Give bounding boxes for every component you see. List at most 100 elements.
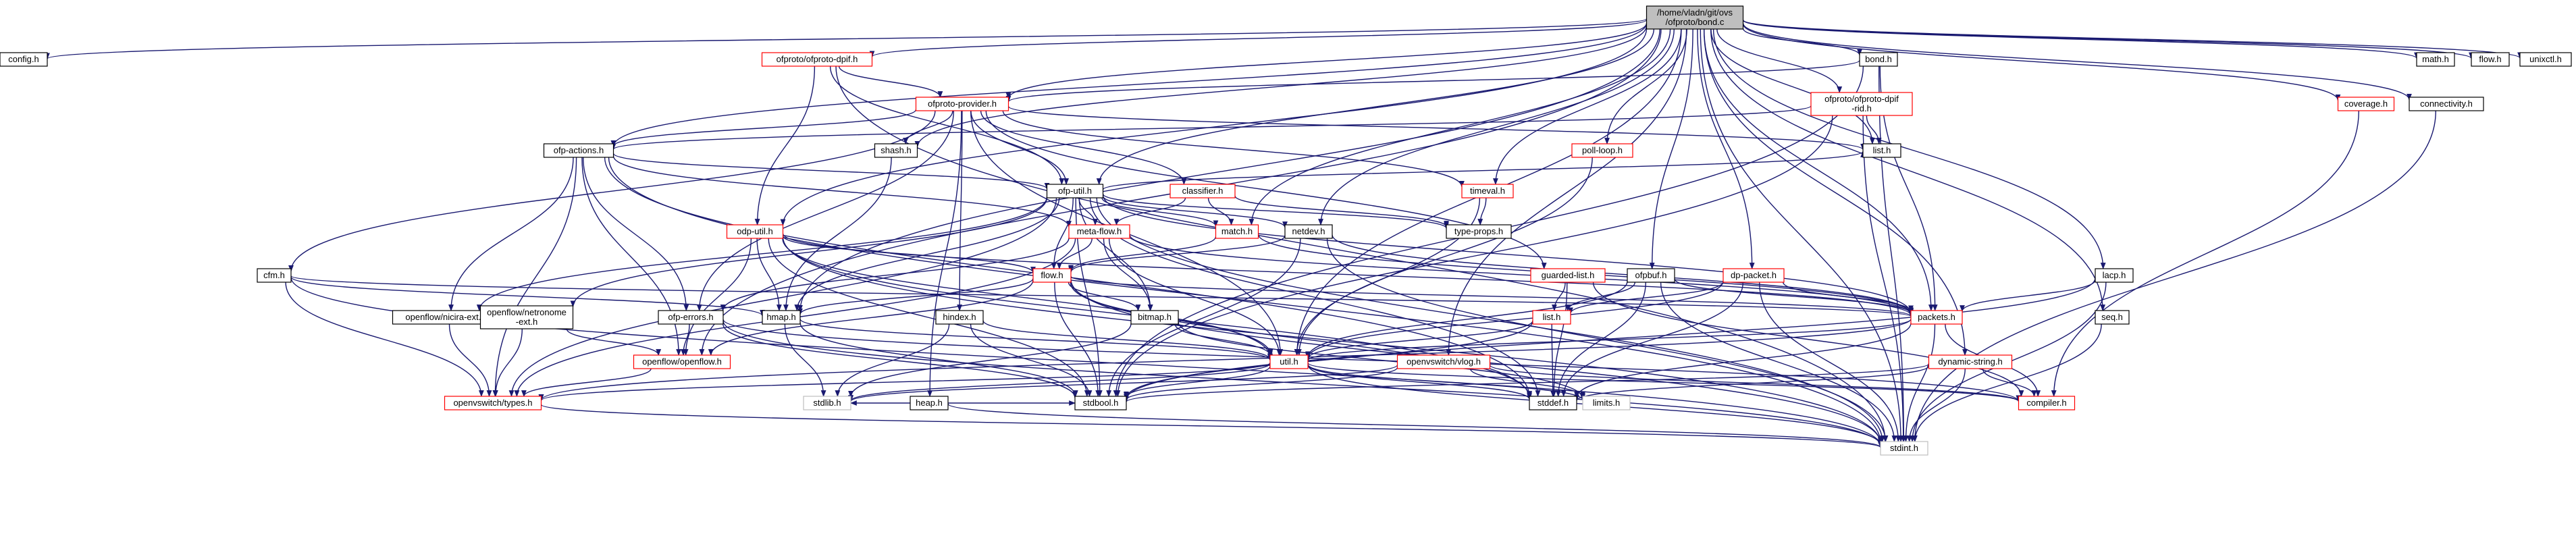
edge-ofperrors-to-stdint [722,321,1883,447]
edge-root-to-shash [914,25,1648,148]
node-box-connectivity [2409,97,2484,111]
node-hindex[interactable]: hindex.h [935,310,984,325]
node-label-odputil: odp-util.h [737,226,772,236]
edge-actions-to-metaflow [612,155,1072,228]
node-box-timeval [1461,184,1514,198]
node-box-actions [543,143,614,158]
node-dynstr[interactable]: dynamic-string.h [1928,354,2013,369]
node-box-ofputil [1046,184,1104,198]
edge-flow-to-stddef [1070,280,1532,398]
node-listh[interactable]: list.h [1862,143,1901,158]
node-list[interactable]: list.h [1532,310,1571,325]
node-ofputil[interactable]: ofp-util.h [1046,184,1104,198]
node-heap[interactable]: heap.h [910,396,949,410]
node-label-netronome: openflow/netronome [487,307,567,317]
node-coverage[interactable]: coverage.h [2337,97,2395,111]
edge-match-to-flow [1068,236,1217,272]
node-label-config: config.h [8,54,39,64]
node-stddef[interactable]: stddef.h [1529,396,1577,410]
node-dppacket[interactable]: dp-packet.h [1723,268,1785,283]
node-box-seq [2095,310,2130,325]
node-connectivity[interactable]: connectivity.h [2409,97,2484,111]
node-box-cfm [257,268,292,283]
node-actions[interactable]: ofp-actions.h [543,143,614,158]
edge-provider-to-ofputil [970,110,1069,185]
node-shash[interactable]: shash.h [874,143,918,158]
edge-ofpbuf-to-stdint [1660,282,1897,442]
node-dpifrid[interactable]: ofproto/ofproto-dpif-rid.h [1810,92,1913,116]
edge-dpifrid-to-actions [611,105,1812,151]
node-unixctl[interactable]: unixctl.h [2519,52,2572,67]
edge-root-to-seq [1710,28,2105,311]
edge-list-to-stddef [1550,323,1556,397]
node-math[interactable]: math.h [2416,52,2455,67]
node-label-metaflow: meta-flow.h [1077,226,1122,236]
node-cfm[interactable]: cfm.h [257,268,292,283]
node-label-root: /home/vladn/git/ovs [1657,7,1733,18]
node-util[interactable]: util.h [1269,354,1309,369]
node-ofperrors[interactable]: ofp-errors.h [658,310,724,325]
node-box-listh [1862,143,1901,158]
node-box-provider [915,97,1009,111]
edge-vlog-to-stdbool [1124,367,1398,401]
node-dpif[interactable]: ofproto/ofproto-dpif.h [761,52,873,67]
node-types[interactable]: openvswitch/types.h [444,396,542,410]
edge-util-to-stdlib [848,363,1271,402]
node-timeval[interactable]: timeval.h [1461,184,1514,198]
node-limits: limits.h [1582,396,1631,410]
node-box-stddef [1529,396,1577,410]
node-hmap[interactable]: hmap.h [762,310,801,325]
edge-netdev-to-flow [1068,235,1286,273]
node-match[interactable]: match.h [1215,224,1259,239]
node-flowh2[interactable]: flow.h [2471,52,2510,67]
edge-bitmap-to-stdlib [848,323,1132,398]
node-vlog[interactable]: openvswitch/vlog.h [1396,354,1491,369]
node-box-stdbool [1074,396,1127,410]
node-provider[interactable]: ofproto-provider.h [915,97,1009,111]
edge-ofputil-to-netronome [570,197,1048,308]
edge-dpifrid-to-listh [1866,115,1882,144]
node-openflow[interactable]: openflow/openflow.h [633,354,731,369]
node-typeprops[interactable]: type-props.h [1446,224,1512,239]
edge-actions-to-nicira [448,157,574,311]
edge-provider-to-actions [610,109,917,147]
edge-cfm-to-hmap [290,276,765,317]
node-packets[interactable]: packets.h [1910,310,1963,325]
node-compiler[interactable]: compiler.h [2018,396,2076,410]
node-lacp[interactable]: lacp.h [2095,268,2134,283]
node-box-typeprops [1446,224,1512,239]
edge-cfm-to-types [285,282,484,397]
edge-util-to-stddef [1307,365,1532,400]
node-pollloop[interactable]: poll-loop.h [1571,143,1633,158]
node-flow[interactable]: flow.h [1032,268,1072,283]
node-netronome[interactable]: openflow/netronome-ext.h [479,305,574,329]
node-box-hmap [762,310,801,325]
node-odputil[interactable]: odp-util.h [726,224,784,239]
node-ofpbuf[interactable]: ofpbuf.h [1627,268,1675,283]
node-config[interactable]: config.h [0,52,48,67]
node-nicira[interactable]: openflow/nicira-ext.h [392,310,500,325]
edge-dpif-to-provider [838,65,943,98]
edge-actions-to-ofputil [612,153,1050,190]
edge-packets-to-util [1305,318,1912,362]
edge-provider-to-cfm [288,110,936,272]
edge-odputil-to-hmap [756,238,782,311]
edge-odputil-to-stdbool [768,238,1090,397]
node-stdbool[interactable]: stdbool.h [1074,396,1127,410]
node-classifier[interactable]: classifier.h [1169,184,1236,198]
node-box-root [1646,5,1744,30]
edge-packets-to-stddef [1574,323,1912,399]
node-guarded[interactable]: guarded-list.h [1530,268,1606,283]
edge-list-to-stdbool [1124,321,1533,399]
node-bondh[interactable]: bond.h [1859,52,1898,67]
edge-provider-to-timeval [1002,110,1465,188]
edge-provider-to-listh [1007,105,1866,151]
node-seq[interactable]: seq.h [2095,310,2130,325]
node-netdev[interactable]: netdev.h [1284,224,1333,239]
node-bitmap[interactable]: bitmap.h [1130,310,1179,325]
edge-bondh-to-stdint [1878,65,1907,442]
node-metaflow[interactable]: meta-flow.h [1068,224,1130,239]
node-label-seq: seq.h [2101,312,2123,322]
node-label-dynstr: dynamic-string.h [1938,356,2002,367]
